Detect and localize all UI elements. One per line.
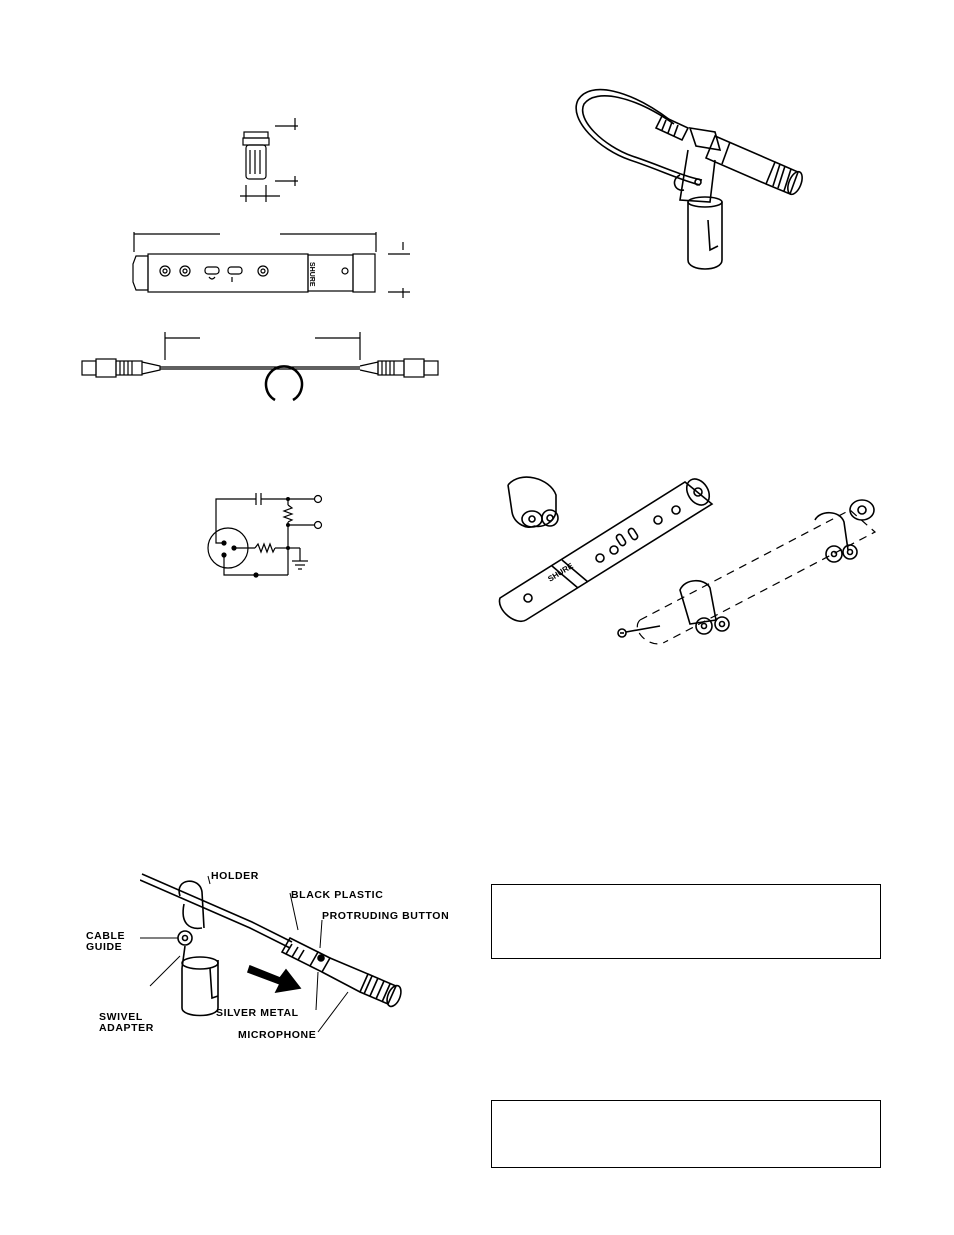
mounting-bracket [679,499,875,635]
callout-black-plastic: BLACK PLASTIC [291,889,384,901]
cable-assembly [81,332,439,402]
callout-holder: HOLDER [211,870,259,882]
microphone-on-stand-figure [570,80,820,280]
note-box-1-text [492,885,880,905]
mounting-screw [617,625,661,638]
dimension-drawing-svg: SHURE [81,118,439,402]
wiring-schematic-svg [207,493,323,578]
dashed-mounting-outline [636,509,877,645]
mounting-clip [507,476,559,528]
callout-swivel-adapter-line1: SWIVEL [99,1011,143,1023]
note-box-1 [491,884,881,959]
dimension-drawing: SHURE [70,110,470,410]
preamp-body-angled [498,478,714,623]
callout-cable-guide-line1: CABLE [86,930,126,942]
callout-swivel-adapter-line2: ADAPTER [99,1022,154,1034]
labeled-assembly-figure [140,868,440,1048]
callout-microphone: MICROPHONE [238,1029,317,1041]
preamp-body [132,232,410,298]
accessory-brand-mark: SHURE [546,561,575,584]
labeled-assembly-svg [140,873,402,1033]
accessory-kit-svg: SHURE [498,476,877,645]
wiring-schematic [200,485,330,585]
callout-cable-guide-line2: GUIDE [86,941,123,953]
accessory-kit-figure: SHURE [490,470,890,650]
callout-protruding-button: PROTRUDING BUTTON [322,910,450,922]
cartridge-capsule [240,118,298,202]
callout-silver-metal: SILVER METAL [216,1007,299,1019]
note-box-2 [491,1100,881,1168]
preamp-brand-mark: SHURE [308,262,315,287]
microphone-on-stand-svg [575,88,803,270]
note-box-2-text [492,1101,880,1121]
